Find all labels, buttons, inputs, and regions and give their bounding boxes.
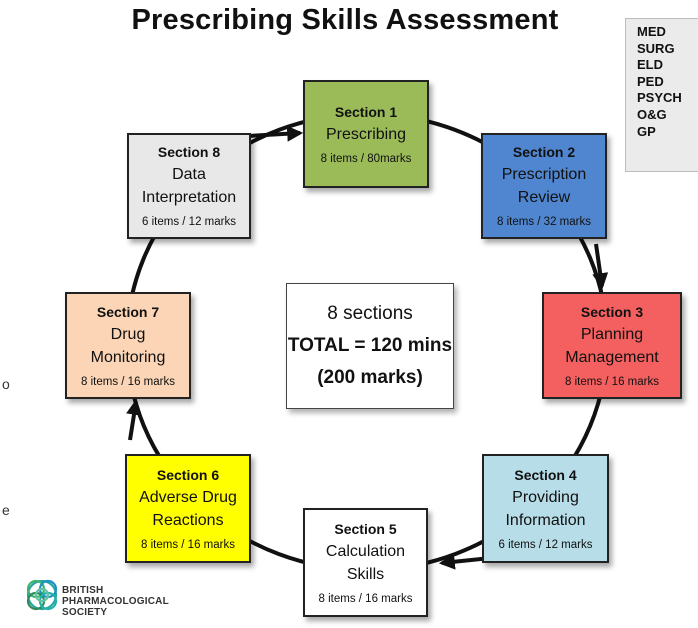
section-name: Adverse Drug Reactions [139,488,237,529]
specialty-item: SURG [637,40,675,56]
summary-total-marks: (200 marks) [317,367,423,388]
section-label: Section 7 [96,303,160,320]
section-items: 8 items / 16 marks [565,375,659,388]
section-3-box: Section 3 Planning Management 8 items / … [542,292,682,399]
section-name: Planning Management [565,325,659,366]
section-6-box: Section 6 Adverse Drug Reactions 8 items… [125,454,251,563]
section-items: 8 items / 16 marks [318,592,413,605]
section-name: Providing Information [505,488,586,529]
section-items: 6 items / 12 marks [498,538,593,551]
summary-sections: 8 sections [327,303,413,324]
section-label: Section 3 [580,303,644,320]
specialty-list: MED SURG ELD PED PSYCH O&G GP [625,18,698,172]
section-items: 6 items / 12 marks [142,216,236,228]
section-2-box: Section 2 Prescription Review 8 items / … [481,133,607,239]
section-label: Section 4 [514,466,577,483]
section-1-box: Section 1 Prescribing 8 items / 80marks [303,80,429,188]
diagram-title: Prescribing Skills Assessment [131,4,559,36]
section-items: 8 items / 80marks [320,152,412,165]
bps-logo-icon [26,579,58,611]
section-label: Section 6 [156,466,220,483]
section-name: Data Interpretation [141,166,237,206]
specialty-item: MED [637,24,666,39]
logo-line: SOCIETY [62,607,108,618]
bps-logo-text: BRITISH PHARMACOLOGICAL SOCIETY [62,585,169,618]
specialty-item: PED [637,73,664,89]
stray-mark: e [2,502,10,518]
arrow-2-to-3 [592,243,609,290]
stray-mark: o [2,376,10,392]
section-name: Prescription Review [501,166,587,206]
arrow-8-to-1 [247,125,304,142]
summary-total-time: TOTAL = 120 mins [287,335,453,356]
arrow-6-to-7 [126,398,142,441]
specialty-item: ELD [637,57,663,73]
logo-line: PHARMACOLOGICAL [62,596,169,607]
logo-line: BRITISH [62,585,104,596]
section-name: Calculation Skills [325,542,406,583]
specialty-item: O&G [637,106,667,122]
specialty-item: PSYCH [637,90,682,106]
section-name: Prescribing [325,125,407,143]
section-label: Section 5 [334,520,397,537]
section-8-box: Section 8 Data Interpretation 6 items / … [127,133,251,239]
section-items: 8 items / 32 marks [497,216,591,228]
section-items: 8 items / 16 marks [141,538,235,551]
section-5-box: Section 5 Calculation Skills 8 items / 1… [303,508,428,617]
section-items: 8 items / 16 marks [81,375,175,388]
section-7-box: Section 7 Drug Monitoring 8 items / 16 m… [65,292,191,399]
summary-box: 8 sections TOTAL = 120 mins (200 marks) [286,283,454,409]
section-label: Section 1 [334,103,398,120]
section-4-box: Section 4 Providing Information 6 items … [482,454,609,563]
section-name: Drug Monitoring [90,325,166,366]
specialty-item: GP [637,123,656,139]
section-label: Section 8 [157,144,221,160]
section-label: Section 2 [512,144,576,160]
